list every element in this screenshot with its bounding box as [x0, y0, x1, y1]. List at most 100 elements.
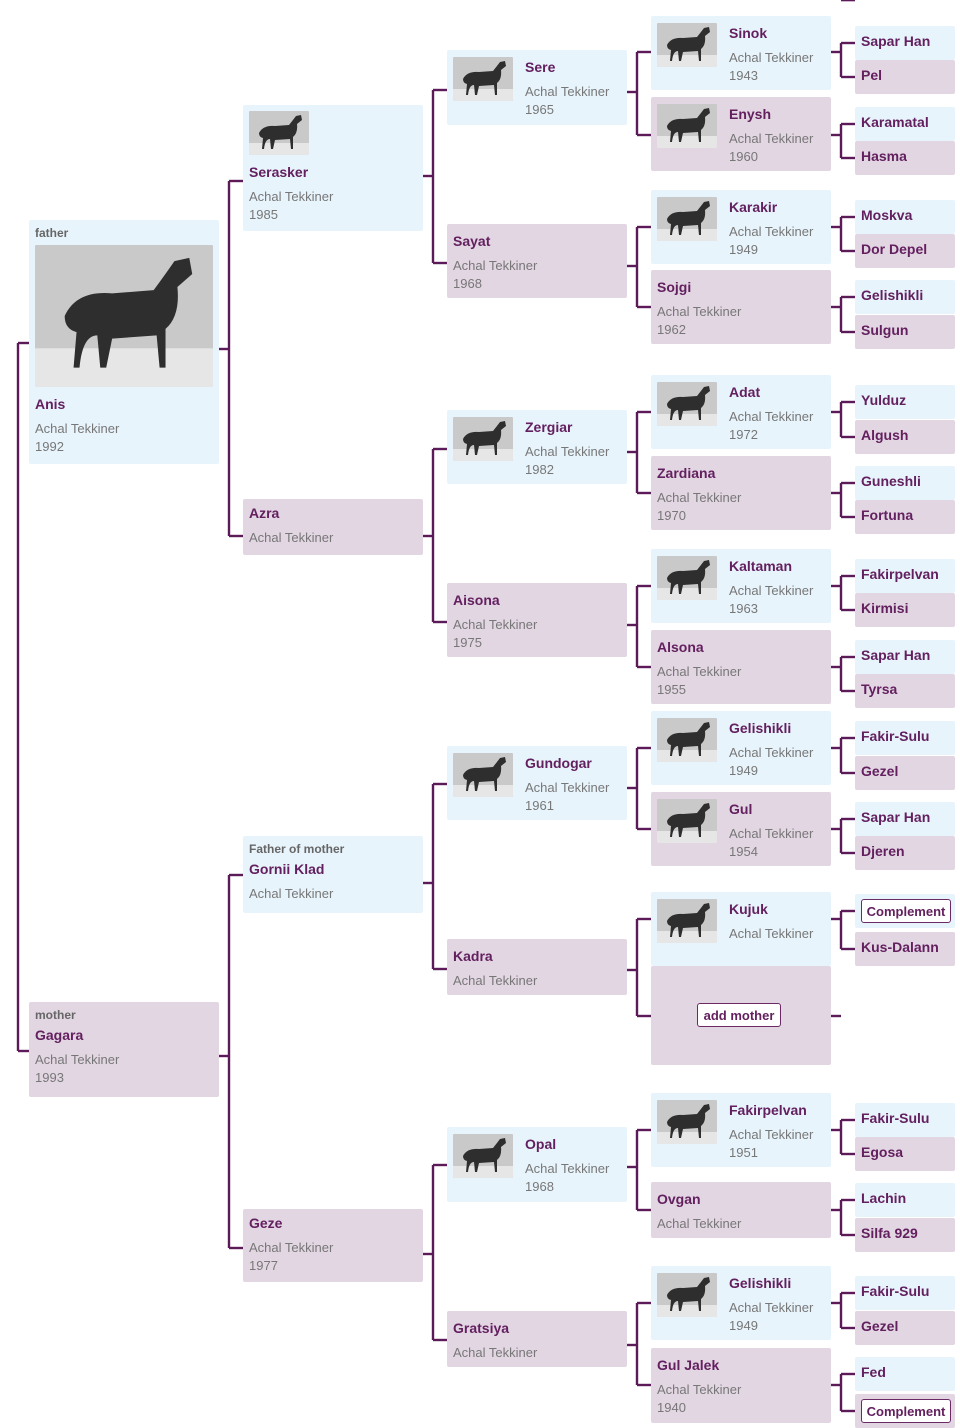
pedigree-card-kus-dalann[interactable]: Kus-Dalann — [855, 932, 955, 966]
horse-name[interactable]: Fakirpelvan — [729, 1102, 807, 1118]
pedigree-card-gezel[interactable]: Gezel — [855, 1311, 955, 1345]
horse-name[interactable]: Gezel — [861, 763, 899, 779]
pedigree-card-egosa[interactable]: Egosa — [855, 1137, 955, 1171]
horse-name[interactable]: Yulduz — [861, 392, 907, 408]
pedigree-card-kirmisi[interactable]: Kirmisi — [855, 593, 955, 627]
pedigree-card-fortuna[interactable]: Fortuna — [855, 500, 955, 534]
pedigree-card-sulgun[interactable]: Sulgun — [855, 315, 955, 349]
horse-name[interactable]: Gezel — [861, 1318, 899, 1334]
pedigree-card-algush[interactable]: Algush — [855, 420, 955, 454]
pedigree-card-hasma[interactable]: Hasma — [855, 141, 955, 175]
pedigree-card-pel[interactable]: Pel — [855, 60, 955, 94]
horse-name[interactable]: Sapar Han — [861, 33, 931, 49]
pedigree-card-fakir-sulu[interactable]: Fakir-Sulu — [855, 1103, 955, 1137]
horse-name[interactable]: Gelishikli — [861, 287, 924, 303]
complement-button[interactable]: Complement — [861, 1399, 951, 1423]
horse-name[interactable]: Tyrsa — [861, 681, 898, 697]
horse-name[interactable]: Kus-Dalann — [861, 939, 939, 955]
horse-name[interactable]: Aisona — [453, 592, 500, 608]
pedigree-card-fakir-sulu[interactable]: Fakir-Sulu — [855, 1276, 955, 1310]
horse-name[interactable]: Dor Depel — [861, 241, 928, 257]
horse-name[interactable]: Moskva — [861, 207, 913, 223]
horse-name[interactable]: Serasker — [249, 164, 309, 180]
horse-name[interactable]: Fed — [861, 1364, 886, 1380]
horse-name[interactable]: Fakir-Sulu — [861, 728, 930, 744]
horse-name[interactable]: Enysh — [729, 106, 772, 122]
horse-name[interactable]: Gundogar — [525, 755, 592, 771]
pedigree-card-djeren[interactable]: Djeren — [855, 836, 955, 870]
horse-name[interactable]: Karamatal — [861, 114, 929, 130]
horse-name[interactable]: Gelishikli — [729, 720, 792, 736]
horse-name[interactable]: Adat — [729, 384, 761, 400]
horse-name[interactable]: Gornii Klad — [249, 861, 325, 877]
horse-name[interactable]: Algush — [861, 427, 909, 443]
complement-button[interactable]: Complement — [861, 899, 951, 923]
pedigree-card-sapar-han[interactable]: Sapar Han — [855, 640, 955, 674]
pedigree-card-yulduz[interactable]: Yulduz — [855, 385, 955, 419]
horse-name[interactable]: Zergiar — [525, 419, 573, 435]
horse-name[interactable]: Gul — [729, 801, 753, 817]
horse-name[interactable]: Gul Jalek — [657, 1357, 720, 1373]
horse-name[interactable]: Fakir-Sulu — [861, 1110, 930, 1126]
horse-name[interactable]: Egosa — [861, 1144, 904, 1160]
pedigree-card-fakirpelvan[interactable]: Fakirpelvan — [855, 559, 955, 593]
horse-name[interactable]: Opal — [525, 1136, 557, 1152]
horse-name[interactable]: Ovgan — [657, 1191, 701, 1207]
horse-name[interactable]: Djeren — [861, 843, 905, 859]
pedigree-card-gezel[interactable]: Gezel — [855, 756, 955, 790]
horse-name[interactable]: Hasma — [861, 148, 907, 164]
pedigree-card-sapar-han[interactable]: Sapar Han — [855, 26, 955, 60]
pedigree-card-dor-depel[interactable]: Dor Depel — [855, 234, 955, 268]
pedigree-card-sapar-han[interactable]: Sapar Han — [855, 802, 955, 836]
horse-name[interactable]: Sapar Han — [861, 809, 931, 825]
horse-name[interactable]: Karakir — [729, 199, 778, 215]
horse-name[interactable]: Kaltaman — [729, 558, 793, 574]
horse-name[interactable]: Sojgi — [657, 279, 692, 295]
horse-name[interactable]: Sulgun — [861, 322, 909, 338]
horse-name[interactable]: Sere — [525, 59, 556, 75]
horse-name[interactable]: Fakirpelvan — [861, 566, 939, 582]
pedigree-card-guneshli[interactable]: Guneshli — [855, 466, 955, 500]
horse-name[interactable]: Azra — [249, 505, 280, 521]
horse-name[interactable]: Kadra — [453, 948, 493, 964]
horse-name[interactable]: Lachin — [861, 1190, 907, 1206]
horse-name[interactable]: Guneshli — [861, 473, 921, 489]
pedigree-card-moskva[interactable]: Moskva — [855, 200, 955, 234]
pedigree-card-silfa-929[interactable]: Silfa 929 — [855, 1218, 955, 1252]
horse-name[interactable]: Alsona — [657, 639, 704, 655]
horse-name[interactable]: Silfa 929 — [861, 1225, 918, 1241]
horse-name[interactable]: Fortuna — [861, 507, 914, 523]
horse-name[interactable]: Zardiana — [657, 465, 716, 481]
pedigree-card-karamatal[interactable]: Karamatal — [855, 107, 955, 141]
horse-name[interactable]: Gagara — [35, 1027, 84, 1043]
horse-name[interactable]: Fakir-Sulu — [861, 1283, 930, 1299]
pedigree-card-fed[interactable]: Fed — [855, 1357, 955, 1391]
